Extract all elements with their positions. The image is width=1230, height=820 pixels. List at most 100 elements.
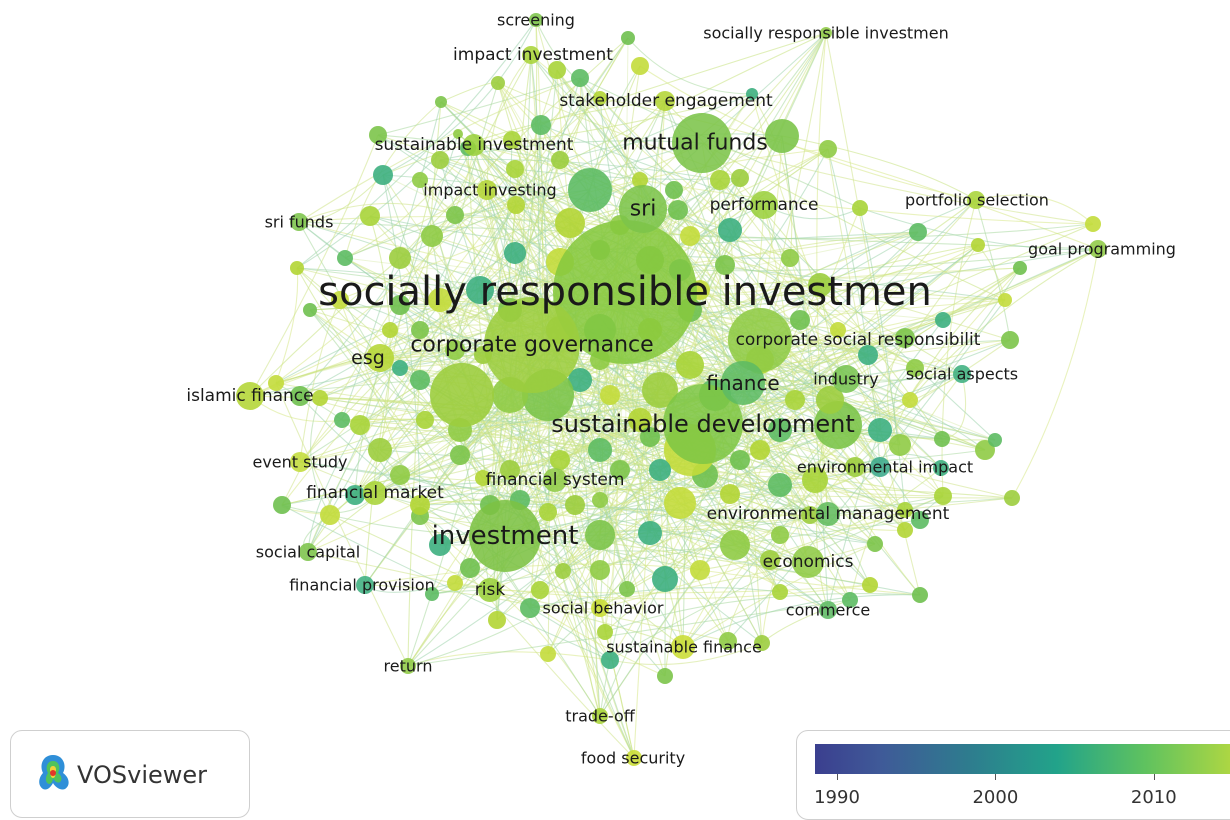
node[interactable] bbox=[548, 61, 566, 79]
node[interactable] bbox=[720, 484, 740, 504]
node[interactable] bbox=[390, 465, 410, 485]
node-social-behavior[interactable] bbox=[591, 599, 609, 617]
node[interactable] bbox=[475, 470, 491, 486]
node[interactable] bbox=[867, 536, 883, 552]
node[interactable] bbox=[802, 467, 828, 493]
node[interactable] bbox=[290, 386, 310, 406]
node[interactable] bbox=[555, 208, 585, 238]
node[interactable] bbox=[568, 368, 592, 392]
node[interactable] bbox=[665, 181, 683, 199]
node[interactable] bbox=[790, 310, 810, 330]
node[interactable] bbox=[631, 57, 649, 75]
node[interactable] bbox=[460, 558, 480, 578]
node[interactable] bbox=[369, 126, 387, 144]
node[interactable] bbox=[410, 370, 430, 390]
node-performance[interactable] bbox=[750, 191, 778, 219]
node[interactable] bbox=[1004, 490, 1020, 506]
node[interactable] bbox=[768, 418, 792, 442]
node[interactable] bbox=[1013, 261, 1027, 275]
node[interactable] bbox=[585, 520, 615, 550]
node[interactable] bbox=[785, 390, 805, 410]
node[interactable] bbox=[597, 624, 613, 640]
node-portfolio-selection[interactable] bbox=[967, 191, 985, 209]
node[interactable] bbox=[771, 526, 789, 544]
node[interactable] bbox=[303, 303, 317, 317]
node[interactable] bbox=[539, 503, 557, 521]
node[interactable] bbox=[971, 238, 985, 252]
node[interactable] bbox=[488, 611, 506, 629]
node[interactable] bbox=[731, 169, 749, 187]
node-environmental-impact[interactable] bbox=[870, 457, 890, 477]
node[interactable] bbox=[504, 242, 526, 264]
node-event-study[interactable] bbox=[290, 452, 310, 472]
node[interactable] bbox=[652, 566, 678, 592]
node[interactable] bbox=[551, 151, 569, 169]
node[interactable] bbox=[360, 206, 380, 226]
node[interactable] bbox=[902, 392, 918, 408]
node[interactable] bbox=[345, 485, 365, 505]
node[interactable] bbox=[600, 385, 620, 405]
node[interactable] bbox=[935, 312, 951, 328]
node[interactable] bbox=[550, 450, 570, 470]
node[interactable] bbox=[906, 359, 924, 377]
node[interactable] bbox=[601, 651, 619, 669]
node[interactable] bbox=[710, 170, 730, 190]
node[interactable] bbox=[555, 563, 571, 579]
node-stakeholder-engagement[interactable] bbox=[655, 91, 675, 111]
node[interactable] bbox=[842, 592, 858, 608]
node[interactable] bbox=[412, 172, 428, 188]
node-sri-funds[interactable] bbox=[290, 213, 308, 231]
node[interactable] bbox=[446, 206, 464, 224]
node[interactable] bbox=[491, 76, 505, 90]
node[interactable] bbox=[830, 322, 846, 338]
node[interactable] bbox=[447, 575, 463, 591]
node[interactable] bbox=[421, 225, 443, 247]
node[interactable] bbox=[760, 550, 780, 570]
node[interactable] bbox=[373, 165, 393, 185]
node[interactable] bbox=[450, 445, 470, 465]
node-goal-programming[interactable] bbox=[1089, 240, 1107, 258]
node[interactable] bbox=[628, 408, 652, 432]
node[interactable] bbox=[503, 131, 521, 149]
node[interactable] bbox=[895, 328, 915, 348]
node-mutual-funds[interactable] bbox=[672, 113, 732, 173]
node[interactable] bbox=[320, 505, 340, 525]
node[interactable] bbox=[430, 363, 494, 427]
node-investment[interactable] bbox=[469, 500, 541, 572]
node[interactable] bbox=[676, 351, 704, 379]
node[interactable] bbox=[290, 261, 304, 275]
node[interactable] bbox=[816, 386, 844, 414]
node[interactable] bbox=[435, 96, 447, 108]
node-industry[interactable] bbox=[832, 365, 860, 393]
node[interactable] bbox=[909, 223, 927, 241]
node[interactable] bbox=[640, 427, 660, 447]
node[interactable] bbox=[1085, 216, 1101, 232]
node[interactable] bbox=[392, 360, 408, 376]
node-social-capital[interactable] bbox=[299, 543, 317, 561]
node-sustainable-investment[interactable] bbox=[463, 134, 485, 156]
node[interactable] bbox=[350, 415, 370, 435]
node[interactable] bbox=[998, 293, 1012, 307]
node[interactable] bbox=[389, 247, 411, 269]
node[interactable] bbox=[868, 418, 892, 442]
node[interactable] bbox=[1001, 331, 1019, 349]
node[interactable] bbox=[642, 372, 678, 408]
node[interactable] bbox=[768, 473, 792, 497]
node[interactable] bbox=[565, 495, 585, 515]
node[interactable] bbox=[889, 434, 911, 456]
node[interactable] bbox=[425, 587, 439, 601]
node[interactable] bbox=[410, 495, 430, 515]
node[interactable] bbox=[568, 168, 612, 212]
node[interactable] bbox=[718, 218, 742, 242]
node[interactable] bbox=[453, 129, 463, 139]
node-food-security[interactable] bbox=[626, 750, 642, 766]
node[interactable] bbox=[273, 496, 291, 514]
node-return[interactable] bbox=[400, 658, 416, 674]
node[interactable] bbox=[750, 440, 770, 460]
node[interactable] bbox=[801, 506, 819, 524]
node[interactable] bbox=[331, 291, 349, 309]
node[interactable] bbox=[862, 577, 878, 593]
node[interactable] bbox=[531, 115, 551, 135]
node[interactable] bbox=[664, 487, 696, 519]
node[interactable] bbox=[520, 598, 540, 618]
